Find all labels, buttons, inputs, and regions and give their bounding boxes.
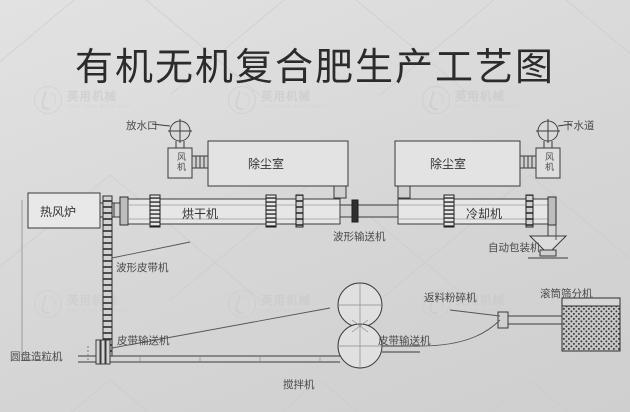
label-auto-packer: 自动包装机 xyxy=(488,242,541,254)
dust-chamber-right-box xyxy=(394,140,521,187)
label-disc-granulator: 圆盘造粒机 xyxy=(10,351,63,363)
disc-granulator-symbol xyxy=(87,339,111,365)
label-dryer: 烘干机 xyxy=(182,207,219,221)
label-fan-left: 风机 xyxy=(175,152,185,172)
dryer-gear xyxy=(295,194,304,228)
cooler-outlet-head xyxy=(547,196,557,226)
label-hot-air-furnace: 热风炉 xyxy=(40,205,77,219)
drum-screen-box xyxy=(561,305,621,352)
label-wave-belt-machine: 波形皮带机 xyxy=(116,262,169,274)
label-cooler: 冷却机 xyxy=(466,207,503,221)
label-drum-screen: 滚筒筛分机 xyxy=(540,288,593,300)
cooler-drum xyxy=(397,198,549,225)
hot-air-furnace-box xyxy=(27,192,101,229)
label-return-crusher: 返料粉碎机 xyxy=(424,292,477,304)
cooler-ring-1 xyxy=(443,194,455,228)
dryer-inlet-head xyxy=(119,196,129,226)
label-wave-conveyor: 波形输送机 xyxy=(333,231,386,243)
page-title: 有机无机复合肥生产工艺图 xyxy=(74,45,555,89)
label-dust-chamber-right: 除尘室 xyxy=(430,157,467,171)
dryer-ring-2 xyxy=(265,194,277,228)
label-belt-conveyor-left: 皮带输送机 xyxy=(117,335,170,347)
label-drain-right: 下水道 xyxy=(563,120,595,132)
label-fan-right: 风机 xyxy=(543,152,553,172)
label-dust-chamber-left: 除尘室 xyxy=(248,157,285,171)
transfer-duct xyxy=(339,204,399,218)
label-drain-left: 放水口 xyxy=(126,120,158,132)
mixer-symbol xyxy=(337,282,383,369)
dust-chamber-left-box xyxy=(207,140,349,187)
label-belt-conveyor-right: 皮带输送机 xyxy=(378,335,431,347)
fan-left-symbol xyxy=(167,147,209,179)
auto-packer-symbol xyxy=(528,235,568,259)
drain-left-symbol xyxy=(151,119,192,150)
fan-right-symbol xyxy=(519,147,561,179)
dryer-ring-1 xyxy=(149,194,161,228)
wave-belt-elevator xyxy=(102,195,113,357)
dryer-drum xyxy=(127,198,341,225)
drain-right-symbol xyxy=(536,119,573,150)
cooler-gear xyxy=(525,194,534,228)
label-mixer: 搅拌机 xyxy=(283,379,315,391)
